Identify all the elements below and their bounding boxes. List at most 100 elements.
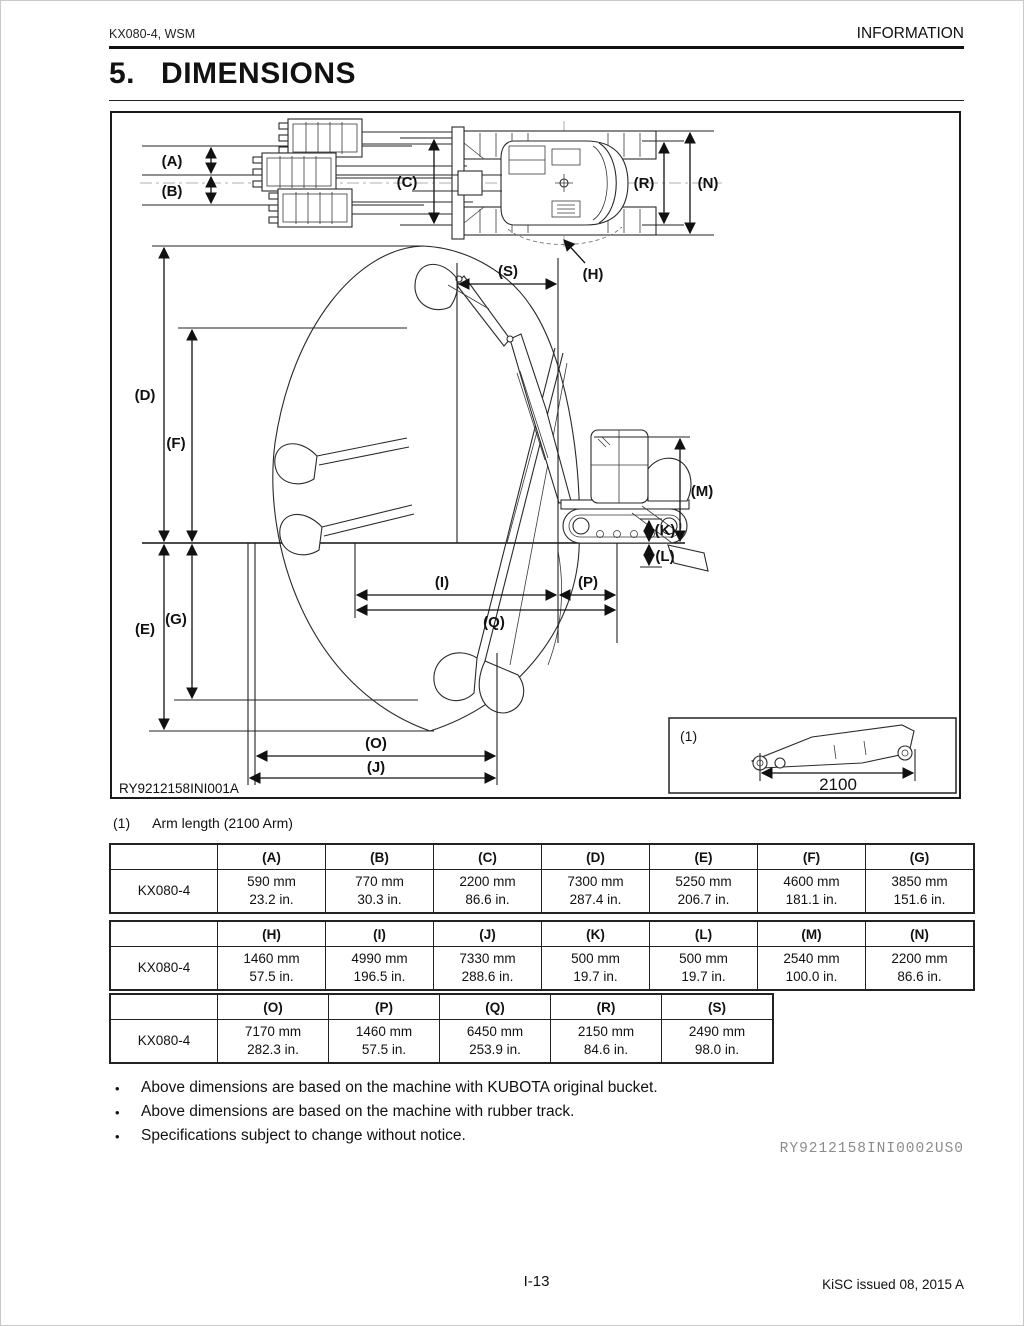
row-label: KX080-4 (109, 1019, 218, 1064)
header-model: KX080-4, WSM (109, 27, 196, 41)
bullet-icon: • (115, 1105, 120, 1120)
col-header: (H) (217, 920, 326, 947)
dim-label-s: (S) (498, 263, 518, 280)
dim-label-m: (M) (691, 483, 714, 500)
col-header: (G) (865, 843, 975, 870)
dim-label-r: (R) (634, 175, 655, 192)
col-header: (A) (217, 843, 326, 870)
dim-label-g: (G) (165, 611, 187, 628)
note-item: •Specifications subject to change withou… (115, 1127, 466, 1144)
dim-label-p: (P) (578, 574, 598, 591)
corner-cell (109, 920, 218, 947)
section-number: 5. (109, 57, 136, 90)
table-header-row: (A) (B) (C) (D) (E) (F) (G) (109, 843, 975, 870)
note-item: •Above dimensions are based on the machi… (115, 1079, 658, 1096)
table-header-row: (O) (P) (Q) (R) (S) (109, 993, 774, 1020)
dim-label-i: (I) (435, 574, 449, 591)
bucket-unit-top (268, 188, 473, 228)
col-header: (N) (865, 920, 975, 947)
dim-label-q: (Q) (483, 614, 505, 631)
dimensions-diagram: (A) (B) (C) (119, 118, 957, 796)
col-header: (E) (649, 843, 758, 870)
corner-cell (109, 843, 218, 870)
issue-note: KiSC issued 08, 2015 A (822, 1277, 964, 1292)
dim-label-e: (E) (135, 621, 155, 638)
notes-list: •Above dimensions are based on the machi… (115, 1079, 895, 1151)
col-header: (O) (217, 993, 329, 1020)
bullet-icon: • (115, 1129, 120, 1144)
title-rule (109, 100, 964, 101)
figure-code: RY9212158INI001A (119, 781, 239, 796)
dim-label-h: (H) (583, 266, 604, 283)
ghost-arm (274, 437, 415, 556)
inset-index-label: (1) (680, 728, 697, 744)
col-header: (F) (757, 843, 866, 870)
page-number: I-13 (523, 1273, 550, 1290)
page-title: 5.DIMENSIONS (109, 57, 356, 91)
bucket-unit-top (252, 152, 467, 192)
dim-label-o: (O) (365, 735, 387, 752)
header-section: INFORMATION (856, 25, 964, 42)
bullet-icon: • (115, 1081, 120, 1096)
ghost-arm-down (433, 347, 568, 714)
header-rule (109, 46, 964, 49)
col-header: (R) (550, 993, 662, 1020)
top-view-drawing: (A) (B) (C) (140, 118, 722, 283)
col-header: (D) (541, 843, 650, 870)
dimensions-table-a-g: (A) (B) (C) (D) (E) (F) (G) KX080-4 590 … (109, 843, 975, 914)
dim-label-k: (K) (655, 522, 676, 539)
col-header: (C) (433, 843, 542, 870)
dimensions-figure: (A) (B) (C) (110, 111, 961, 799)
col-header: (Q) (439, 993, 551, 1020)
dim-label-b: (B) (162, 183, 183, 200)
dim-label-c: (C) (397, 174, 418, 191)
dim-label-n: (N) (698, 175, 719, 192)
side-view-drawing: (D) (F) (E) (G) (S) (M) (135, 245, 714, 785)
dim-label-j: (J) (367, 759, 385, 776)
col-header: (K) (541, 920, 650, 947)
dimensions-table-h-n: (H) (I) (J) (K) (L) (M) (N) KX080-4 1460… (109, 920, 975, 991)
col-header: (B) (325, 843, 434, 870)
arm-inset: (1) 2100 (668, 717, 957, 794)
arm-note-index: (1) (113, 815, 131, 831)
dim-label-f: (F) (166, 435, 185, 452)
row-label: KX080-4 (109, 869, 218, 914)
col-header: (S) (661, 993, 774, 1020)
dim-label-l: (L) (655, 548, 674, 565)
dim-label-a: (A) (162, 153, 183, 170)
bucket-unit-top (278, 118, 473, 158)
inset-arm-length: 2100 (819, 775, 857, 794)
dim-label-d: (D) (135, 387, 156, 404)
note-item: •Above dimensions are based on the machi… (115, 1103, 575, 1120)
col-header: (L) (649, 920, 758, 947)
col-header: (J) (433, 920, 542, 947)
corner-cell (109, 993, 218, 1020)
col-header: (P) (328, 993, 440, 1020)
table-header-row: (H) (I) (J) (K) (L) (M) (N) (109, 920, 975, 947)
document-code: RY9212158INI0002US0 (779, 1141, 964, 1157)
